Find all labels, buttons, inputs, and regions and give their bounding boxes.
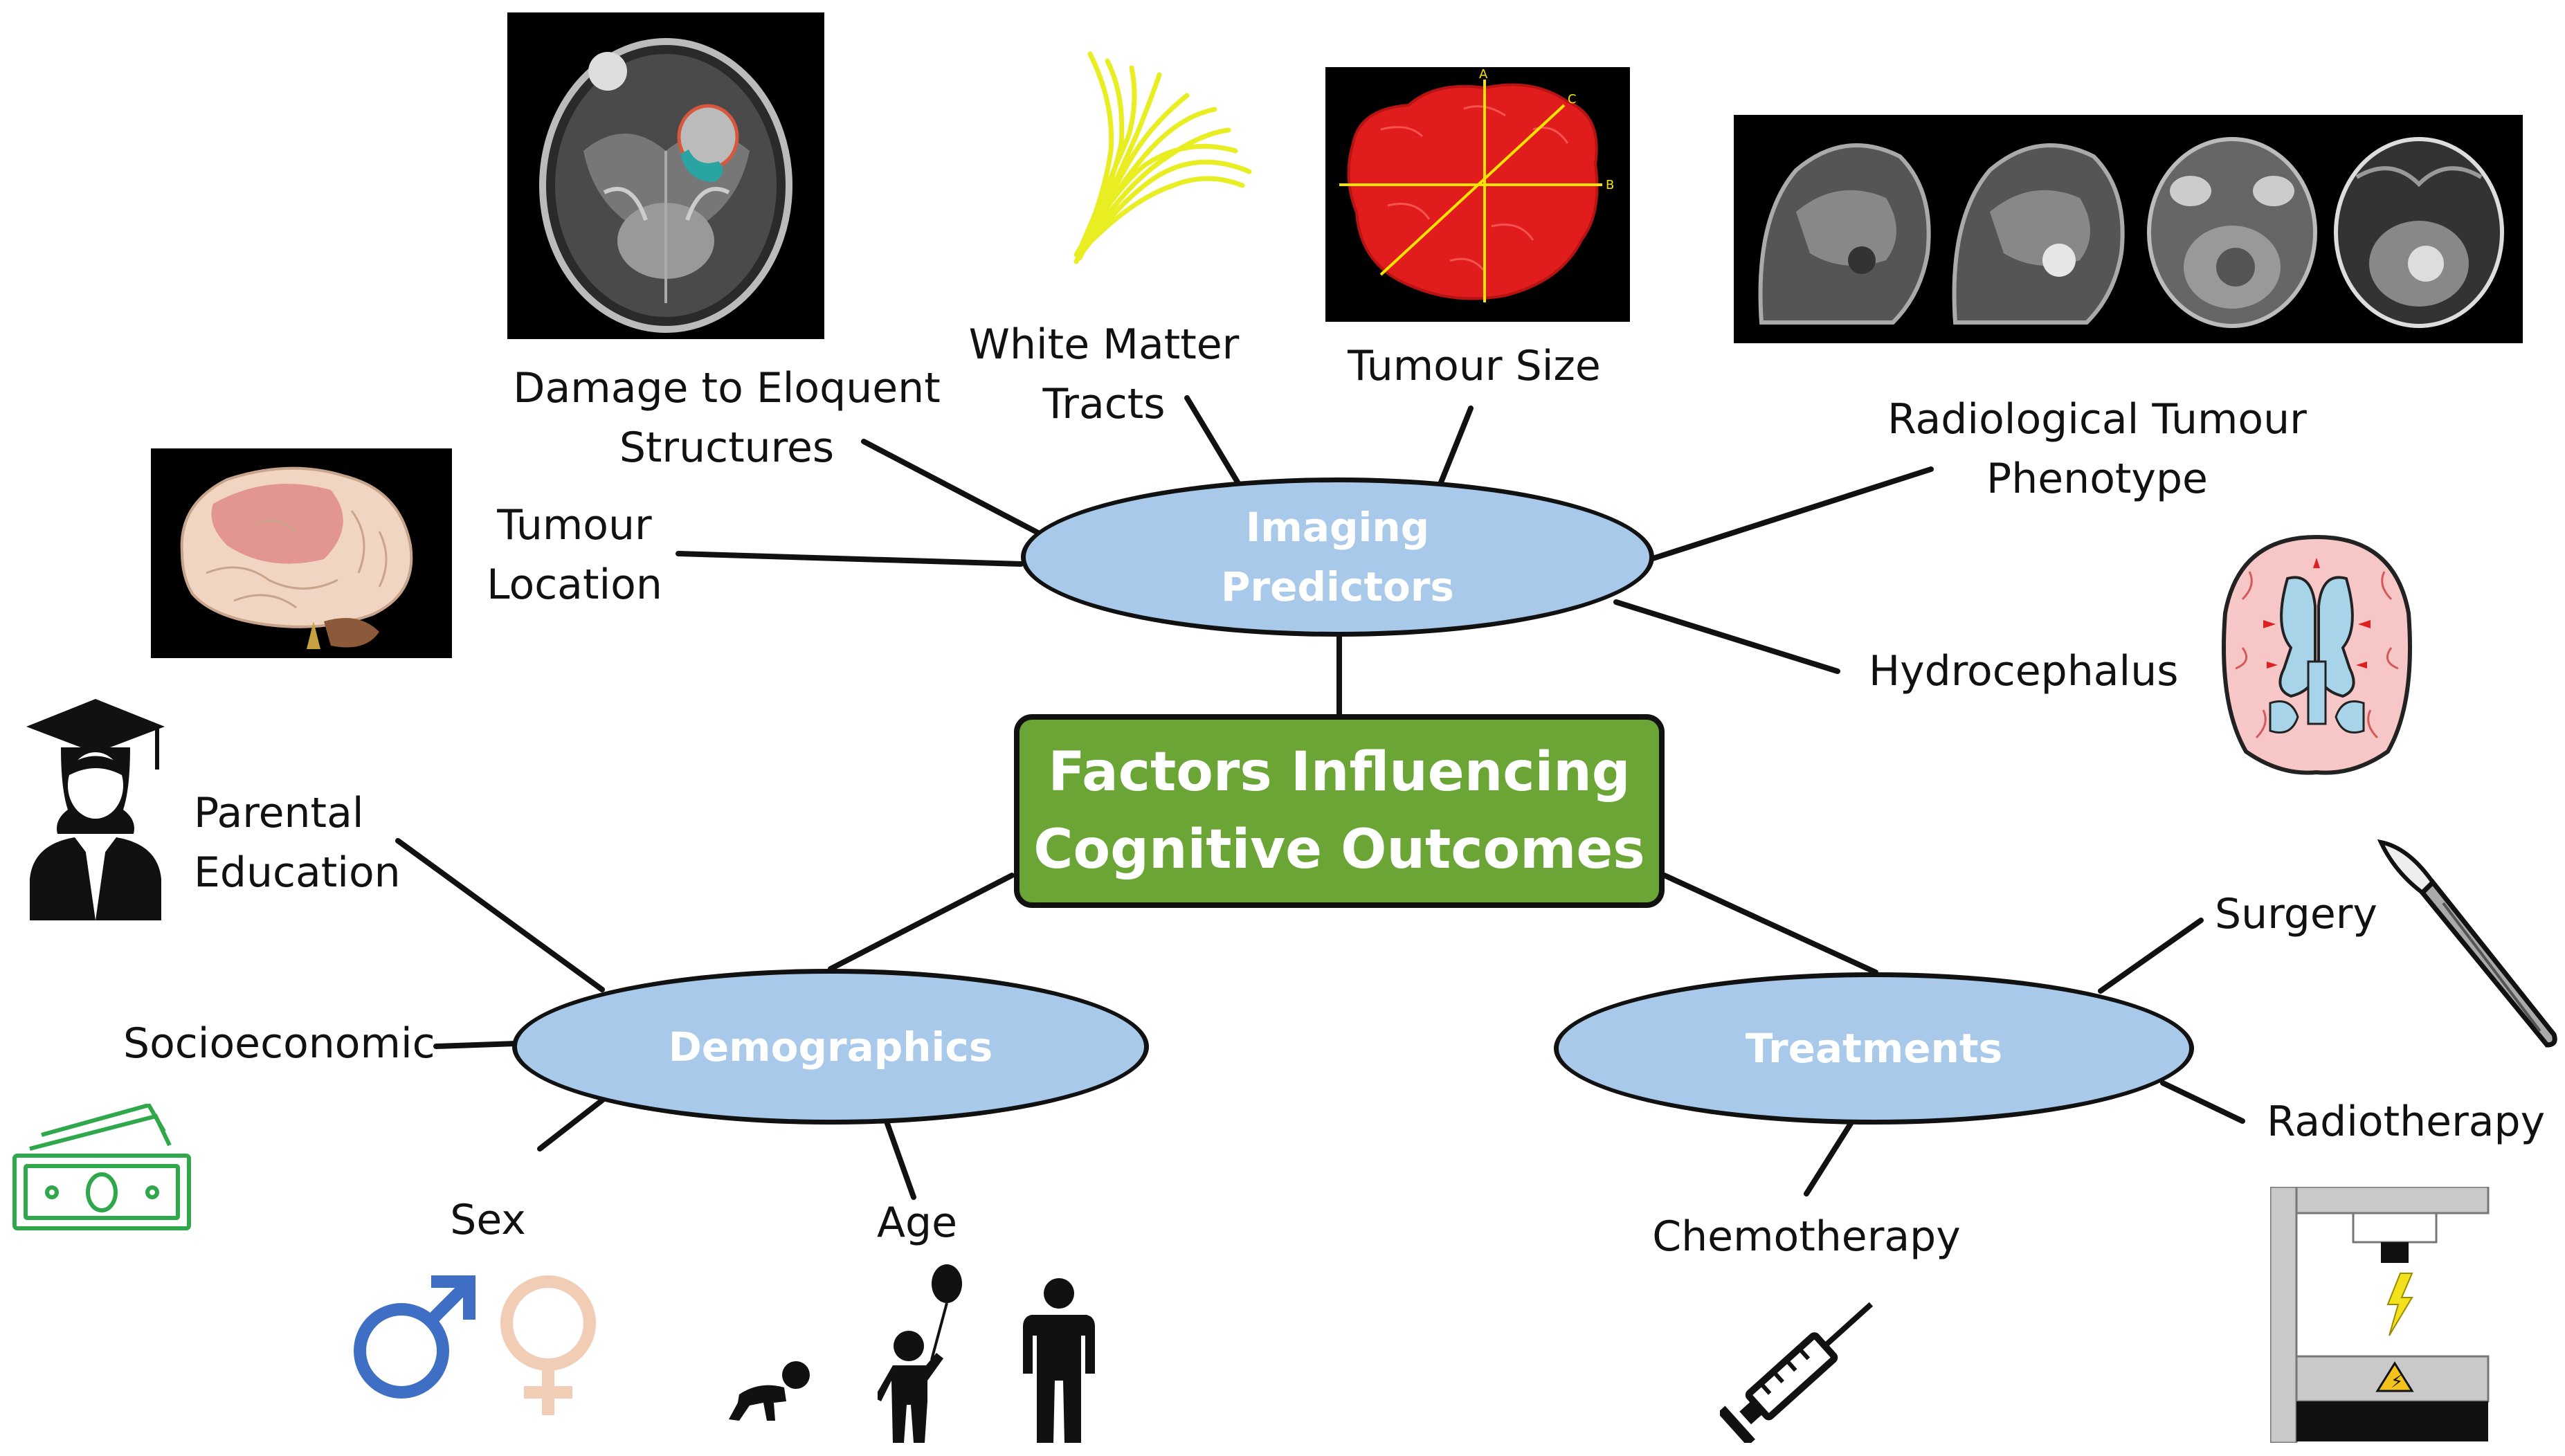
surgery-label: Surgery [2215,890,2377,938]
connector-imaging-phenotype [1648,466,1934,562]
banknotes-icon [10,1104,194,1232]
treatments-node: Treatments [1554,972,2194,1125]
radiological-phenotype-label: Radiological Tumour Phenotype [1869,390,2326,509]
syringe-icon [1720,1280,1896,1443]
child-with-balloon-icon [878,1263,975,1443]
imaging-node-line1: Imaging [1245,504,1430,551]
parental-education-label: Parental Education [194,783,443,902]
eloquent-line1: Damage to Eloquent [513,364,941,412]
tumour-location-line2: Location [487,561,662,609]
connector-imaging-size [1437,406,1474,489]
chemotherapy-label: Chemotherapy [1652,1212,1961,1261]
age-label: Age [876,1199,958,1247]
svg-text:⚡: ⚡ [2391,1372,2403,1392]
connector-center-demographics [828,873,1015,972]
white-matter-tracts-icon [1028,47,1256,275]
male-symbol-icon [352,1273,476,1401]
white-matter-line1: White Matter [968,320,1240,369]
connector-center-treatments [1662,873,1878,975]
imaging-node-line2: Predictors [1221,563,1454,610]
connector-imaging-tracts [1184,395,1242,487]
scalpel-icon [2367,834,2561,1055]
radiotherapy-machine-icon: ⚡ [2270,1187,2492,1443]
demographics-node-label: Demographics [668,1023,993,1071]
connector-demo-age [883,1117,916,1200]
imaging-predictors-node: Imaging Predictors [1021,477,1654,637]
tumour-size-label: Tumour Size [1348,342,1601,390]
central-node: Factors Influencing Cognitive Outcomes [1014,714,1665,908]
connector-treat-surgery [2098,918,2204,994]
radiotherapy-label: Radiotherapy [2267,1098,2546,1146]
hydrocephalus-label: Hydrocephalus [1869,647,2179,695]
white-matter-tracts-label: White Matter Tracts [952,315,1256,434]
demographics-node: Demographics [512,969,1149,1125]
connector-imaging-location [676,551,1024,567]
white-matter-line2: Tracts [1042,380,1166,428]
hydrocephalus-brain-icon [2215,530,2419,781]
adult-person-icon [1017,1277,1100,1443]
axis-c-label: C [1568,92,1577,107]
phenotype-line1: Radiological Tumour [1887,395,2307,444]
connector-imaging-eloquent [861,439,1041,536]
tumour-location-line1: Tumour [497,501,652,549]
eloquent-structures-label: Damage to Eloquent Structures [512,358,941,477]
connector-imaging-hydro [1613,599,1840,674]
crawling-baby-icon [725,1360,815,1422]
connector-demo-parental [395,838,605,992]
mri-scans-strip-icon [1734,115,2523,343]
female-symbol-icon [493,1273,604,1419]
tumour-location-label: Tumour Location [478,495,671,615]
axis-a-label: A [1479,67,1488,82]
central-node-line1: Factors Influencing [1048,741,1631,803]
parental-line2: Education [194,848,401,897]
connector-demo-sex [537,1098,605,1152]
3d-tumour-model-icon: A B C [1325,67,1630,322]
eloquent-line2: Structures [619,424,835,472]
axial-mri-scan-icon [507,12,824,339]
phenotype-line2: Phenotype [1986,455,2208,503]
central-node-line2: Cognitive Outcomes [1033,819,1645,881]
socioeconomic-label: Socioeconomic [123,1019,435,1068]
sex-label: Sex [450,1196,526,1244]
connector-treat-chemo [1804,1120,1854,1196]
connector-treat-radio [2160,1080,2245,1124]
axis-b-label: B [1606,178,1614,192]
brain-3d-render-icon [151,448,452,658]
graduate-person-icon [26,699,165,920]
parental-line1: Parental [194,789,364,837]
connector-demo-socio [433,1041,518,1049]
treatments-node-label: Treatments [1745,1025,2003,1072]
